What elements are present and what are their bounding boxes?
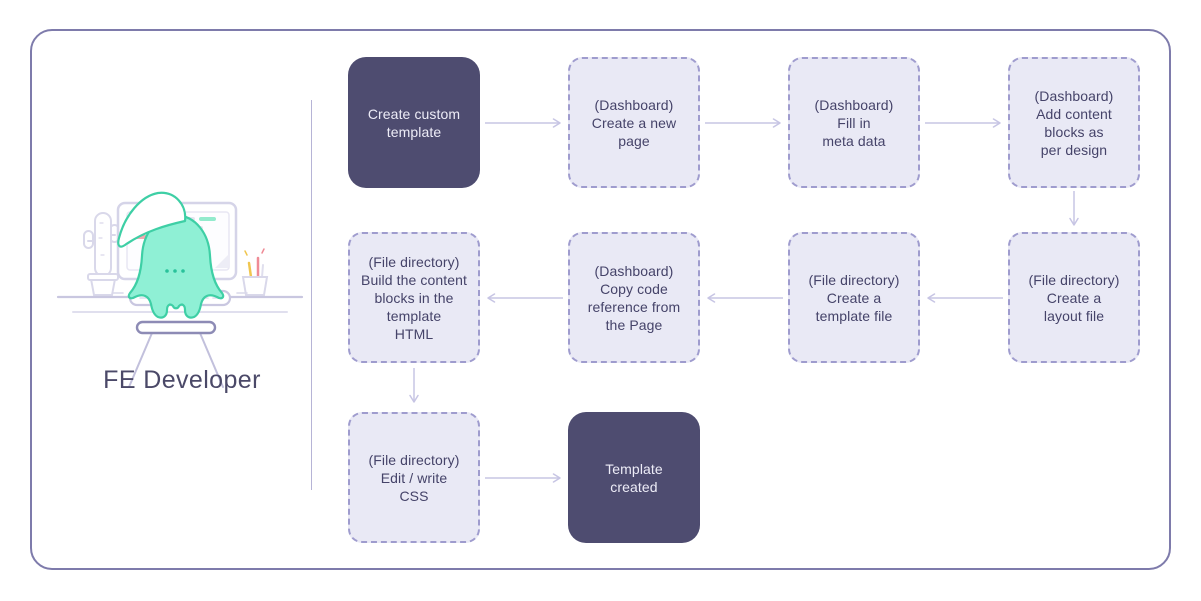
- stool-icon: [128, 320, 224, 388]
- flow-node-add-content-blocks: (Dashboard) Add content blocks as per de…: [1008, 57, 1140, 188]
- mascot-character: [117, 191, 225, 319]
- cactus-icon: [83, 212, 120, 296]
- flow-node-create-new-page: (Dashboard) Create a new page: [568, 57, 700, 188]
- developer-at-desk-illustration: < />: [56, 191, 304, 388]
- actor-label: FE Developer: [103, 366, 261, 394]
- flow-node-copy-code-reference: (Dashboard) Copy code reference from the…: [568, 232, 700, 363]
- mascot-leaf: [117, 191, 187, 248]
- flow-node-create-custom-template: Create custom template: [348, 57, 480, 188]
- flow-node-create-layout-file: (File directory) Create a layout file: [1008, 232, 1140, 363]
- mascot-body: [127, 213, 225, 319]
- flow-node-edit-write-css: (File directory) Edit / write CSS: [348, 412, 480, 543]
- pen-cup-icon: [241, 248, 269, 296]
- flow-node-template-created: Template created: [568, 412, 700, 543]
- flow-node-create-template-file: (File directory) Create a template file: [788, 232, 920, 363]
- section-divider: [311, 100, 312, 490]
- flow-node-fill-meta-data: (Dashboard) Fill in meta data: [788, 57, 920, 188]
- flow-node-build-content-blocks: (File directory) Build the content block…: [348, 232, 480, 363]
- mascot-eyes: [165, 269, 185, 273]
